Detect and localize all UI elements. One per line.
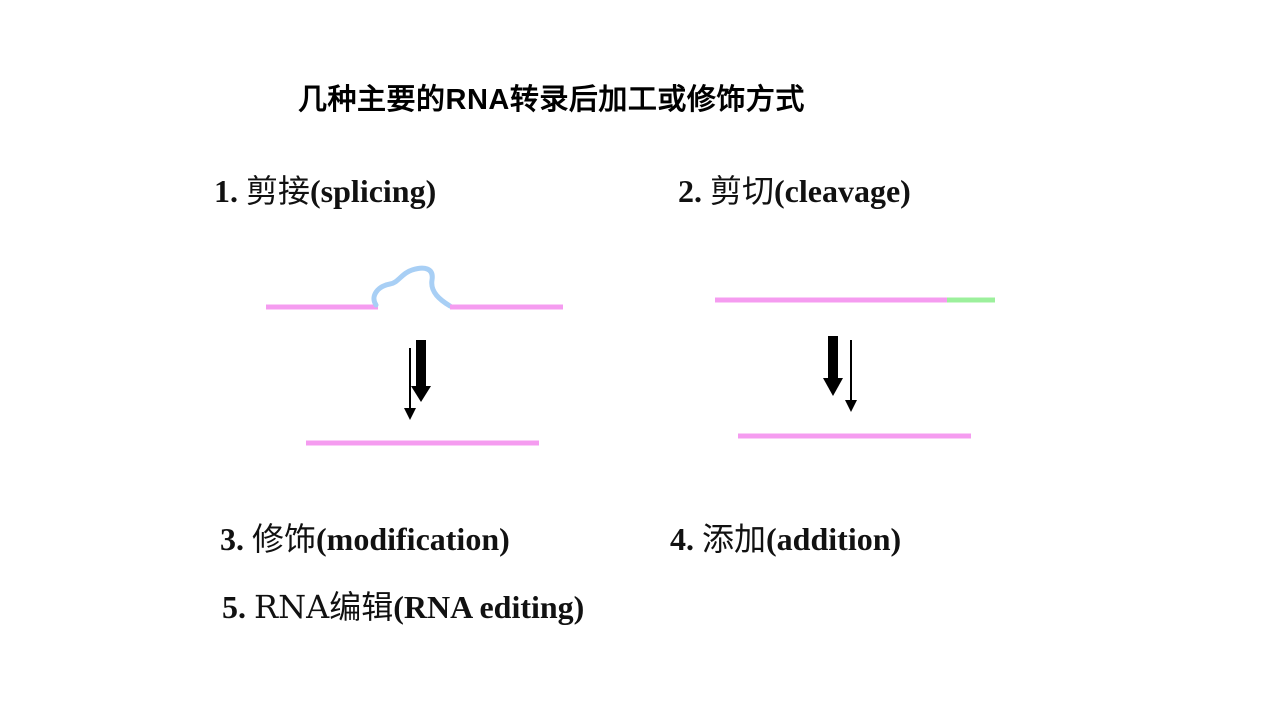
item-splicing: 1. 剪接(splicing) — [214, 166, 436, 212]
item-label-en: (cleavage) — [774, 173, 911, 209]
thick-arrow-head — [823, 378, 843, 396]
item-number: 1. — [214, 173, 238, 209]
item-number: 2. — [678, 173, 702, 209]
item-rna-editing: 5. RNA编辑(RNA editing) — [222, 582, 584, 628]
item-number: 3. — [220, 521, 244, 557]
cleavage-diagram — [715, 297, 995, 439]
item-cleavage: 2. 剪切(cleavage) — [678, 166, 911, 212]
thick-arrow-shaft — [828, 336, 838, 380]
item-label-cn: 剪切 — [710, 172, 775, 210]
thick-arrow-shaft — [416, 340, 426, 388]
splicing-diagram — [266, 265, 563, 446]
item-label-en: (splicing) — [310, 173, 437, 209]
intron-loop — [371, 265, 453, 309]
item-number: 4. — [670, 521, 694, 557]
item-addition: 4. 添加(addition) — [670, 514, 901, 560]
item-label-en: (addition) — [766, 521, 902, 557]
item-label-en: (RNA editing) — [393, 589, 585, 625]
item-label-cn: RNA编辑 — [254, 588, 394, 626]
item-label-en: (modification) — [316, 521, 510, 557]
page-title: 几种主要的RNA转录后加工或修饰方式 — [298, 84, 805, 116]
item-label-cn: 剪接 — [246, 172, 311, 210]
thick-arrow-head — [411, 386, 431, 402]
item-number: 5. — [222, 589, 246, 625]
thin-arrow-head — [845, 400, 857, 412]
thin-arrow-head — [404, 408, 416, 420]
item-label-cn: 添加 — [702, 520, 767, 558]
item-modification: 3. 修饰(modification) — [220, 514, 510, 560]
item-label-cn: 修饰 — [252, 520, 317, 558]
